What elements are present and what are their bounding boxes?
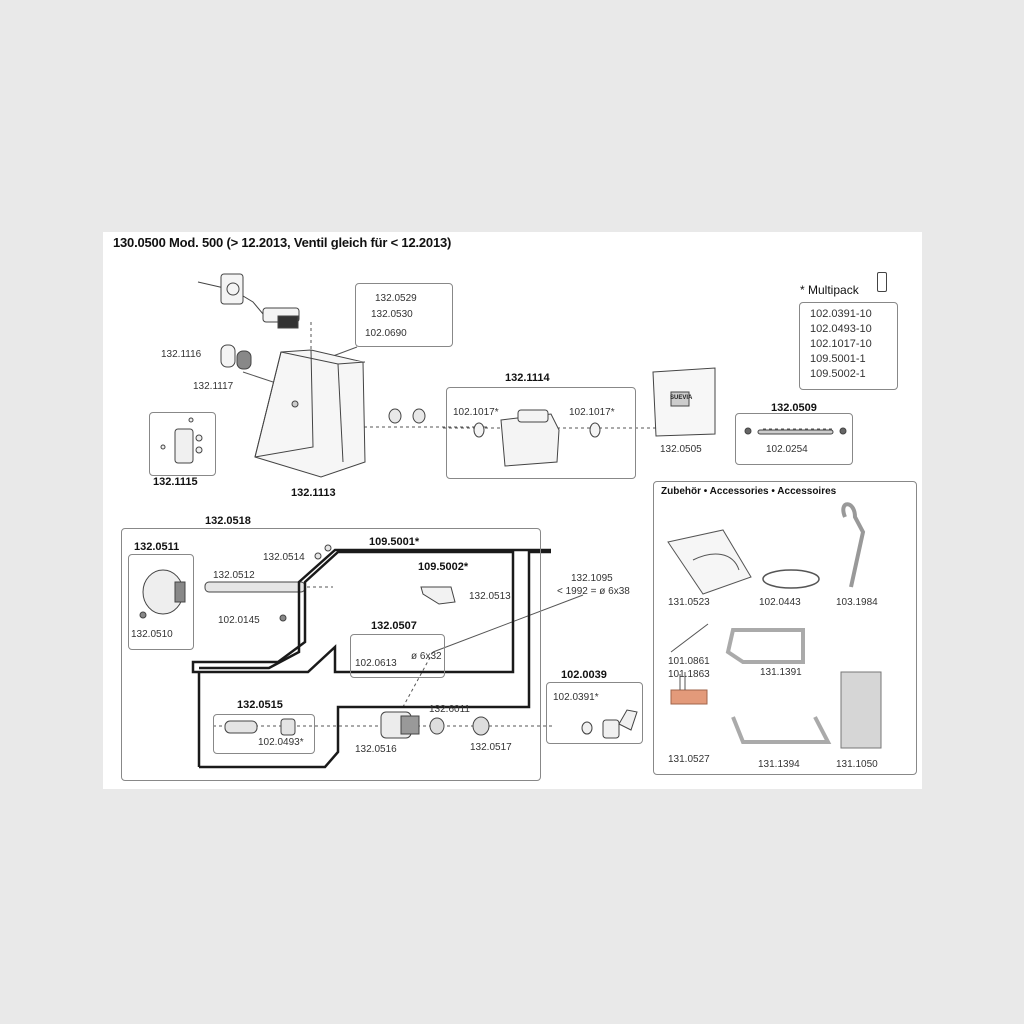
part-label: 132.1095 [571, 573, 613, 584]
group-box-accessories [653, 481, 917, 775]
group-label: 132.1115 [153, 476, 198, 488]
group-box-132-0515 [213, 714, 315, 754]
multipack-item: 102.0493-10 [810, 323, 872, 335]
group-label: 132.0518 [205, 515, 251, 527]
diagram-drawing [139, 273, 882, 769]
part-label: 132.0510 [131, 629, 173, 640]
group-label: 109.5002* [418, 561, 469, 573]
accessory-label: 131.1394 [758, 759, 800, 770]
multipack-heading: * Multipack [800, 283, 859, 297]
group-box-132-0529 [355, 283, 453, 347]
part-label: ø 6x32 [411, 651, 442, 662]
group-box-132-0511 [128, 554, 194, 650]
group-box-132-0509 [735, 413, 853, 465]
part-label: 132.0529 [375, 293, 417, 304]
accessory-label: 131.1050 [836, 759, 878, 770]
part-label: 132.0512 [213, 570, 255, 581]
multipack-item: 109.5002-1 [810, 368, 866, 380]
part-label: 132.0530 [371, 309, 413, 320]
part-label: 132.6011 [429, 704, 470, 715]
accessory-label: 102.0443 [759, 597, 801, 608]
part-label: 132.0505 [660, 444, 702, 455]
part-label: 102.0145 [218, 615, 260, 626]
group-box-132-1114 [446, 387, 636, 479]
part-label: 102.0254 [766, 444, 808, 455]
page-title: 130.0500 Mod. 500 (> 12.2013, Ventil gle… [113, 235, 452, 250]
group-box-132-0507 [350, 634, 445, 678]
part-label: 102.0613 [355, 658, 397, 669]
group-label: 132.1113 [291, 487, 336, 499]
accessory-label: 131.0527 [668, 754, 710, 765]
parts-diagram-sheet: 130.0500 Mod. 500 (> 12.2013, Ventil gle… [103, 232, 922, 789]
part-label: 102.0391* [553, 692, 599, 703]
group-label: 109.5001* [369, 536, 420, 548]
multipack-item: 102.0391-10 [810, 308, 872, 320]
group-label: 132.0509 [771, 402, 817, 414]
accessories-heading: Zubehör • Accessories • Accessoires [661, 486, 837, 497]
group-box-132-0518 [121, 528, 541, 781]
part-label: < 1992 = ø 6x38 [557, 586, 630, 597]
part-label: 102.1017* [569, 407, 615, 418]
brand-label: SUEVIA [670, 395, 693, 401]
part-label: 132.0514 [263, 552, 305, 563]
accessory-label: 131.1391 [760, 667, 802, 678]
group-label: 132.1114 [505, 372, 550, 384]
group-label: 132.0511 [134, 541, 180, 553]
group-label: 132.0507 [371, 620, 417, 632]
part-label: 132.1117 [193, 381, 234, 392]
group-box-132-1115 [149, 412, 216, 476]
part-label: 102.1017* [453, 407, 499, 418]
part-label: 132.0516 [355, 744, 397, 755]
part-label: 102.0690 [365, 328, 407, 339]
part-label: 102.0493* [258, 737, 304, 748]
group-box-102-0039 [546, 682, 643, 744]
group-box-multipack [799, 302, 898, 390]
part-label: 132.0517 [470, 742, 512, 753]
accessory-label: 101.0861 [668, 656, 710, 667]
accessory-label: 131.0523 [668, 597, 710, 608]
accessory-label: 103.1984 [836, 597, 878, 608]
group-label: 102.0039 [561, 669, 607, 681]
multipack-item: 109.5001-1 [810, 353, 866, 365]
group-label: 132.0515 [237, 699, 283, 711]
accessory-label: 101.1863 [668, 669, 710, 680]
part-label: 132.0513 [469, 591, 511, 602]
bottle-icon [877, 272, 887, 292]
part-label: 132.1116 [161, 349, 202, 360]
multipack-item: 102.1017-10 [810, 338, 872, 350]
